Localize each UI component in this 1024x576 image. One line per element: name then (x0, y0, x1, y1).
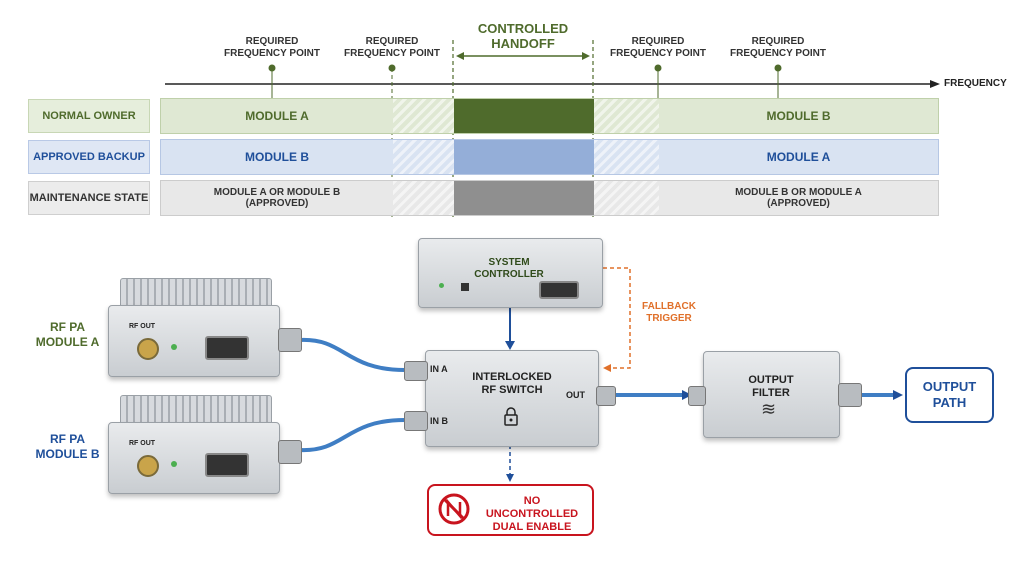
freq-point-label-3: REQUIRED FREQUENCY POINT (610, 36, 706, 59)
module-a-led-icon (171, 344, 177, 350)
switch-out-label: OUT (566, 390, 585, 400)
handoff-block-gray (454, 181, 594, 215)
output-path-box: OUTPUT PATH (905, 367, 994, 423)
normal-owner-right: MODULE B (766, 109, 831, 123)
module-a-rf-out: RF OUT (129, 323, 156, 330)
freq-point-label-4: REQUIRED FREQUENCY POINT (730, 36, 826, 59)
module-b-output-port-icon (278, 440, 302, 464)
hatch-zone-left-3 (393, 181, 454, 215)
module-b-label: RF PA MODULE B (35, 432, 100, 461)
hatch-zone-left-2 (393, 140, 454, 174)
hatch-zone-right-3 (594, 181, 659, 215)
system-controller: SYSTEM CONTROLLER (418, 238, 603, 308)
band-approved-backup: MODULE B MODULE A (160, 139, 939, 175)
module-a-heatsink (120, 278, 272, 310)
handoff-block-green (454, 99, 594, 133)
fallback-trigger-label: FALLBACK TRIGGER (642, 301, 696, 324)
wave-filter-icon: ≋ (761, 399, 777, 419)
hatch-zone-left (393, 99, 454, 133)
frequency-axis-label: FREQUENCY (944, 78, 1007, 89)
module-b-connector-icon (137, 455, 159, 477)
band-maintenance-state: MODULE A OR MODULE B (APPROVED) MODULE B… (160, 180, 939, 216)
switch-out-port-icon (596, 386, 616, 406)
filter-in-port-icon (688, 386, 706, 406)
no-entry-icon (438, 493, 470, 525)
approved-backup-left: MODULE B (245, 150, 309, 164)
lock-icon (504, 407, 518, 426)
switch-label: INTERLOCKED RF SWITCH (472, 371, 552, 396)
output-filter: OUTPUT FILTER ≋ (703, 351, 840, 438)
controlled-handoff-label: CONTROLLED HANDOFF (477, 21, 569, 51)
hatch-zone-right-2 (594, 140, 659, 174)
freq-point-label-1: REQUIRED FREQUENCY POINT (224, 36, 320, 59)
normal-owner-left: MODULE A (245, 109, 309, 123)
row-label-approved-backup: APPROVED BACKUP (28, 140, 150, 174)
row-label-maintenance-state: MAINTENANCE STATE (28, 181, 150, 215)
switch-in-b-port-icon (404, 411, 428, 431)
module-a-connector-icon (137, 338, 159, 360)
warning-label: NO UNCONTROLLED DUAL ENABLE (485, 495, 579, 533)
row-label-normal-owner: NORMAL OWNER (28, 99, 150, 133)
interlocked-rf-switch: IN A IN B OUT INTERLOCKED RF SWITCH (425, 350, 599, 447)
band-normal-owner: MODULE A MODULE B (160, 98, 939, 134)
filter-out-port-icon (838, 383, 862, 407)
hatch-zone-right (594, 99, 659, 133)
output-filter-label: OUTPUT FILTER (748, 374, 794, 399)
controller-usb-port-icon (461, 283, 469, 291)
module-a-output-port-icon (278, 328, 302, 352)
module-a-label: RF PA MODULE A (35, 320, 100, 349)
handoff-block-blue (454, 140, 594, 174)
dual-enable-warning: NO UNCONTROLLED DUAL ENABLE (427, 484, 594, 536)
switch-in-a-port-icon (404, 361, 428, 381)
maintenance-left: MODULE A OR MODULE B (APPROVED) (213, 187, 341, 209)
maintenance-right: MODULE B OR MODULE A (APPROVED) (735, 187, 862, 209)
module-a-chassis: RF OUT (108, 305, 280, 377)
module-b-led-icon (171, 461, 177, 467)
system-controller-label: SYSTEM CONTROLLER (474, 257, 544, 280)
module-a-db9-port-icon (205, 336, 249, 360)
module-b-chassis: RF OUT (108, 422, 280, 494)
module-b-db9-port-icon (205, 453, 249, 477)
controller-led-icon (439, 283, 444, 288)
output-path-label: OUTPUT PATH (922, 379, 977, 410)
switch-in-b-label: IN B (430, 416, 448, 426)
controller-db9-port-icon (539, 281, 579, 299)
switch-in-a-label: IN A (430, 364, 448, 374)
approved-backup-right: MODULE A (766, 150, 831, 164)
freq-point-label-2: REQUIRED FREQUENCY POINT (344, 36, 440, 59)
module-b-heatsink (120, 395, 272, 427)
module-b-rf-out: RF OUT (129, 440, 156, 447)
